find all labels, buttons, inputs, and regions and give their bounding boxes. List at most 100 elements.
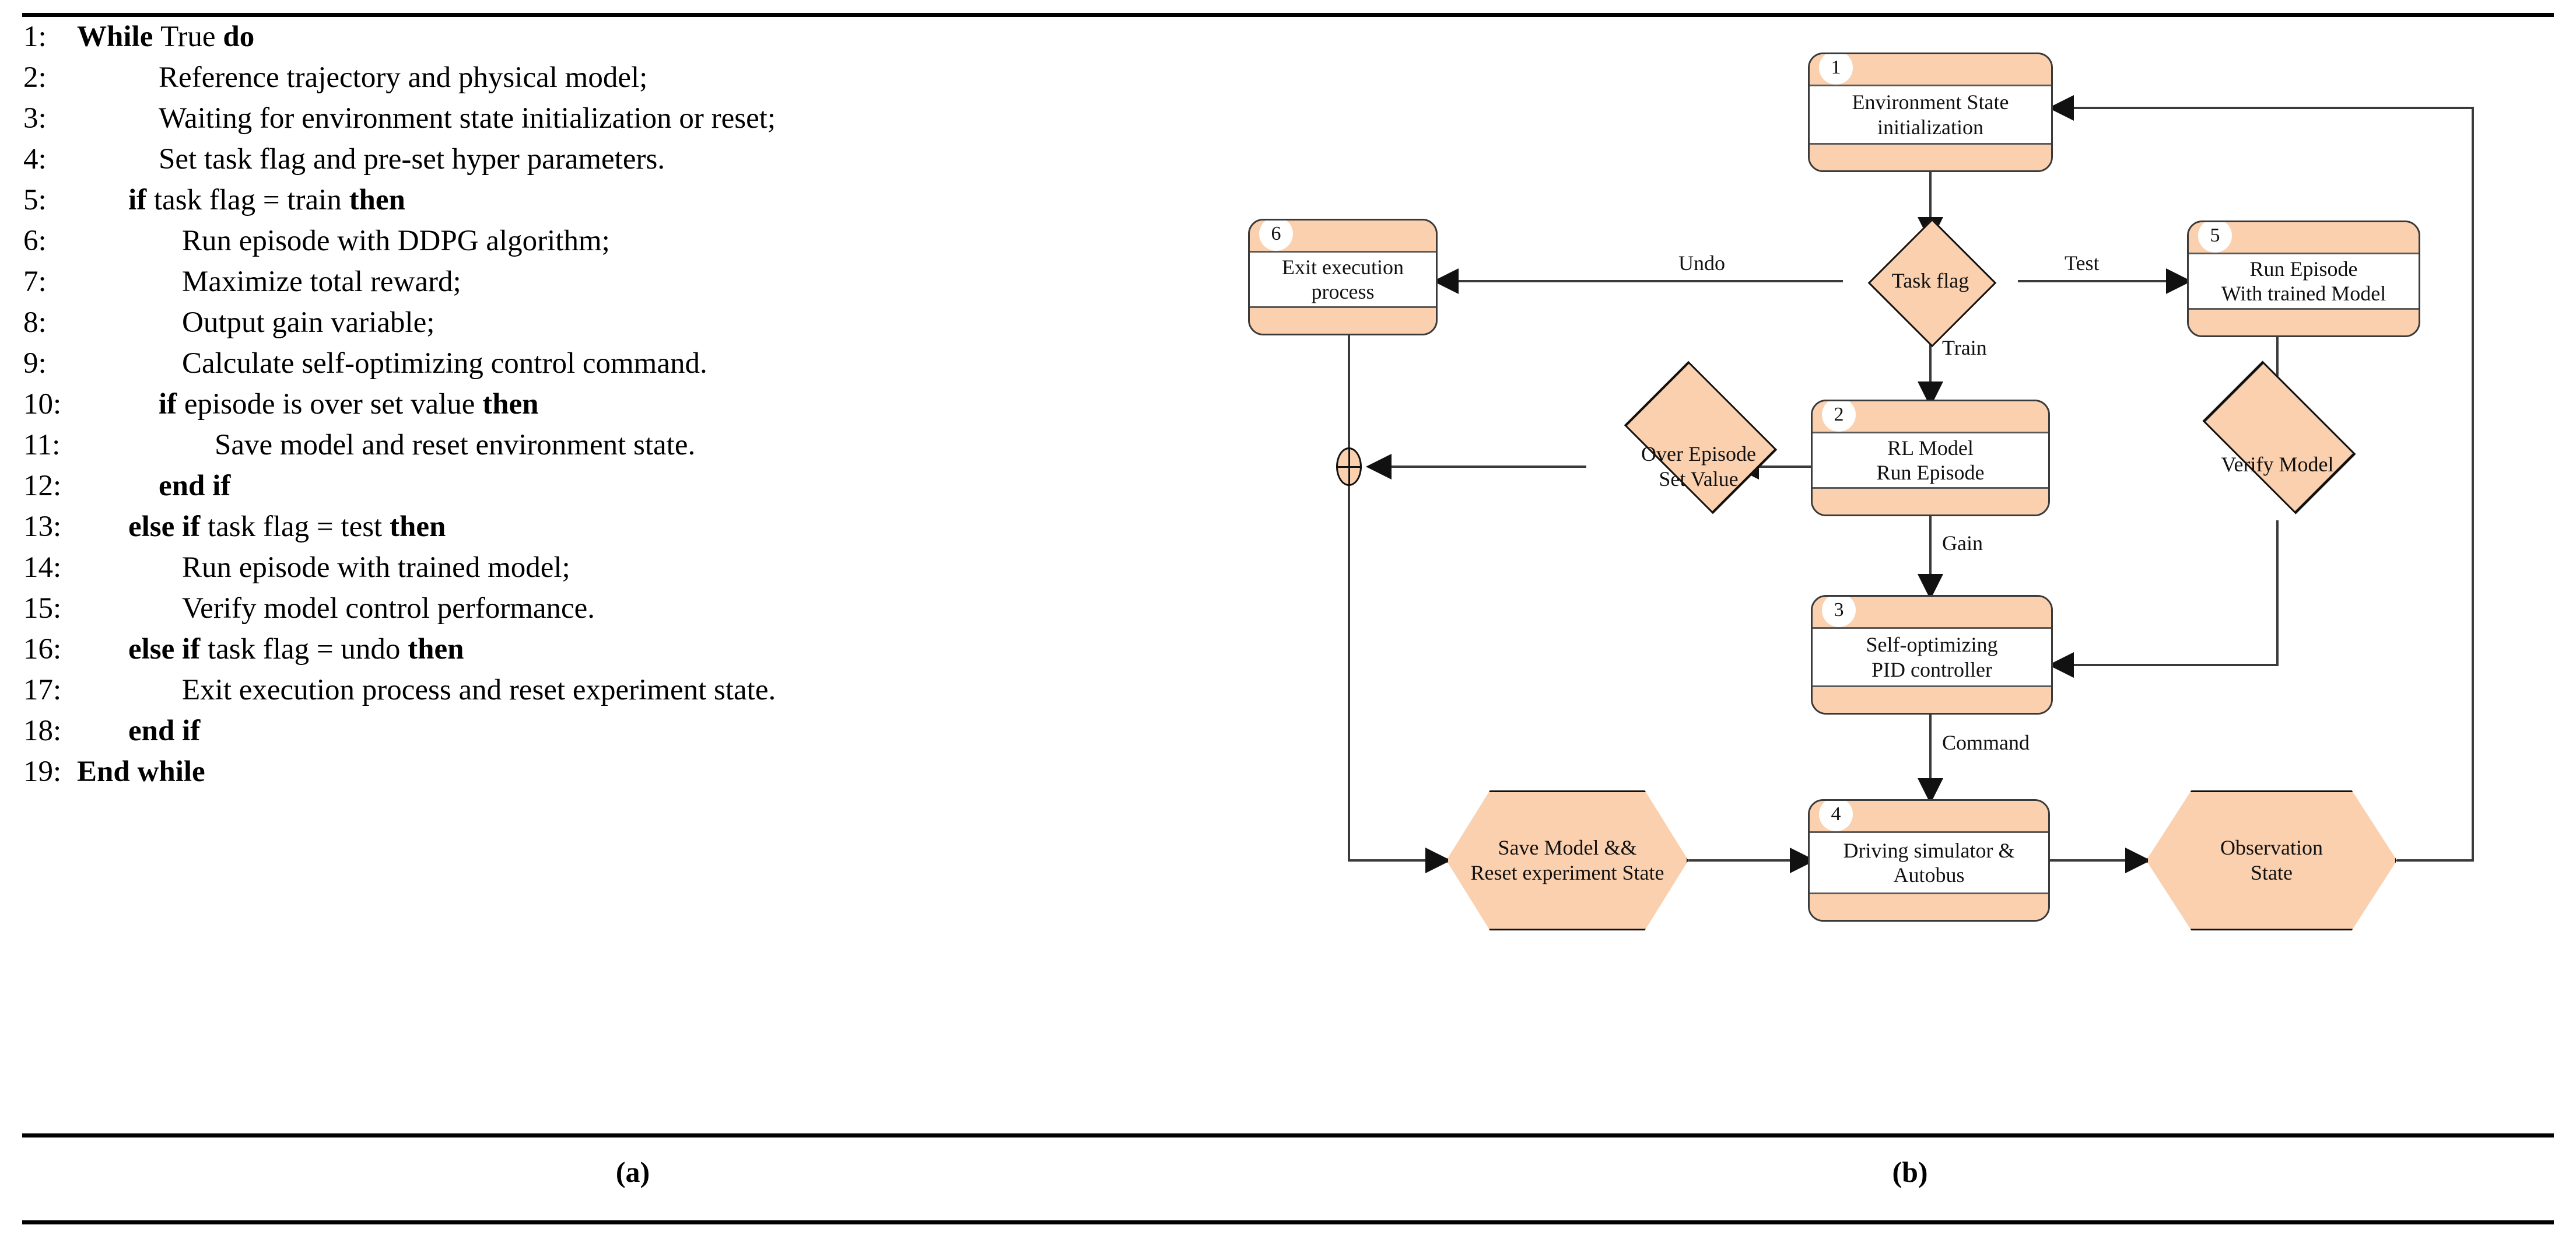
node-rl-model-run-episode[interactable]: 2 RL Model Run Episode (1811, 400, 2050, 516)
algorithm-line: 1:While True do (23, 22, 1248, 58)
hexagon-observation-state[interactable]: Observation State (2146, 790, 2397, 930)
node-footer (1810, 145, 2051, 170)
algorithm-line-number: 17: (23, 674, 62, 706)
algorithm-line: 6:Run episode with DDPG algorithm; (23, 226, 1248, 262)
node-run-episode-trained-model[interactable]: 5 Run Episode With trained Model (2187, 220, 2420, 337)
algorithm-line-segment: end if (159, 470, 231, 502)
algorithm-line-segment: task flag = train (153, 184, 349, 216)
node-header: 6 (1250, 220, 1436, 251)
algorithm-line-number: 2: (23, 61, 47, 94)
node-footer (1810, 894, 2048, 920)
algorithm-line: 17: Exit execution process and reset expe… (23, 676, 1248, 711)
decision-verify-model[interactable]: Verify Model (2146, 360, 2409, 520)
algorithm-line: 10: if episode is over set value then (23, 390, 1248, 425)
node-body: Exit execution process (1250, 251, 1436, 308)
node-exit-execution-process[interactable]: 6 Exit execution process (1248, 219, 1438, 335)
algorithm-line-text: end if (77, 716, 200, 746)
algorithm-line-segment: task flag = test (207, 510, 390, 543)
node-body: RL Model Run Episode (1813, 432, 2048, 489)
node-body: Self-optimizing PID controller (1813, 627, 2051, 687)
algorithm-line: 15:Verify model control performance. (23, 594, 1248, 629)
algorithm-line: 8:Output gain variable; (23, 308, 1248, 344)
algorithm-line-segment: Output gain variable; (182, 306, 435, 339)
algorithm-line-text: End while (77, 757, 205, 787)
algorithm-line-number: 16: (23, 633, 62, 666)
algorithm-line: 5: if task flag = train then (23, 186, 1248, 221)
algorithm-line: 7: Maximize total reward; (23, 267, 1248, 303)
hexagon-label: Observation State (2146, 790, 2397, 930)
node-label-line1: Exit execution (1282, 255, 1404, 279)
algorithm-line: 11: Save model and reset environment stat… (23, 430, 1248, 466)
merge-junction-icon (1336, 447, 1362, 486)
algorithm-line-number: 9: (23, 347, 47, 380)
algorithm-line-text: Waiting for environment state initializa… (77, 104, 776, 134)
hexagon-shape (2146, 790, 2397, 930)
algorithm-line-text: Verify model control performance. (77, 594, 595, 624)
algorithm-line-number: 7: (23, 265, 47, 298)
algorithm-line-segment: task flag = undo (207, 633, 408, 666)
algorithm-line: 18:end if (23, 716, 1248, 752)
hexagon-label-line1: Save Model && (1498, 835, 1637, 859)
algorithm-line-text: if episode is over set value then (77, 390, 539, 419)
algorithm-line-number: 6: (23, 225, 47, 257)
algorithm-line: 13:else if task flag = test then (23, 512, 1248, 548)
algorithm-line-number: 5: (23, 184, 47, 216)
algorithm-line-text: Save model and reset environment state. (77, 430, 695, 460)
algorithm-line-segment: Set task flag and pre-set hyper paramete… (159, 143, 665, 176)
node-label-line1: RL Model (1887, 436, 1974, 460)
algorithm-line: 16: else if task flag = undo then (23, 635, 1248, 670)
hexagon-save-model-reset-experiment-state[interactable]: Save Model && Reset experiment State (1446, 790, 1688, 930)
algorithm-line-text: if task flag = train then (77, 186, 405, 215)
decision-label-line1: Task flag (1891, 269, 1969, 293)
caption-b: (b) (1892, 1156, 1928, 1188)
algorithm-line-segment: Waiting for environment state initializa… (159, 102, 776, 135)
node-label-line1: Driving simulator & (1843, 838, 2015, 862)
algorithm-line-segment: Calculate self-optimizing control comman… (182, 347, 707, 380)
node-header: 5 (2189, 222, 2419, 253)
node-label-line2: process (1311, 280, 1375, 303)
node-label-line1: Self-optimizing (1866, 633, 1998, 657)
node-label-line2: Autobus (1893, 863, 1965, 887)
algorithm-line-segment: episode is over set value (184, 388, 483, 421)
decision-task-flag[interactable]: Task flag (1843, 218, 2018, 348)
algorithm-line-text: Maximize total reward; (77, 267, 461, 297)
flowchart-edges (1348, 95, 2474, 873)
edge-label-train: Train (1942, 336, 1987, 359)
node-label-line2: initialization (1877, 115, 1983, 139)
node-label-line1: Environment State (1852, 90, 2009, 114)
algorithm-line-number: 11: (23, 429, 61, 461)
algorithm-line-segment: then (389, 510, 446, 543)
algorithm-line-segment: End while (77, 755, 205, 788)
algorithm-line-text: Set task flag and pre-set hyper paramete… (77, 145, 665, 174)
node-header: 3 (1813, 597, 2051, 627)
algorithm-line-number: 10: (23, 388, 62, 421)
algorithm-line-text: else if task flag = undo then (77, 635, 464, 664)
algorithm-line: 2: Reference trajectory and physical mode… (23, 63, 1248, 99)
algorithm-line: 19:End while (23, 757, 1248, 793)
algorithm-line-segment: else if (128, 510, 208, 543)
algorithm-line-segment: else if (128, 633, 208, 666)
node-self-optimizing-pid-controller[interactable]: 3 Self-optimizing PID controller (1811, 595, 2053, 715)
algorithm-line: 12:end if (23, 471, 1248, 507)
algorithm-line-text: Reference trajectory and physical model; (77, 63, 647, 93)
node-environment-state-initialization[interactable]: 1 Environment State initialization (1808, 52, 2053, 172)
decision-over-episode-set-value[interactable]: Over Episode Set Value (1586, 360, 1811, 528)
node-footer (2189, 310, 2419, 335)
node-badge: 2 (1822, 401, 1856, 432)
node-body: Environment State initialization (1810, 85, 2051, 145)
algorithm-line-text: Run episode with trained model; (77, 553, 570, 583)
decision-label-line1: Over Episode (1641, 442, 1756, 466)
edge-label-command: Command (1942, 731, 2030, 754)
rule-top (22, 13, 2554, 17)
algorithm-line-segment: Exit execution process and reset experim… (182, 674, 776, 706)
decision-label: Task flag (1843, 237, 2018, 325)
node-header: 4 (1810, 801, 2048, 831)
caption-a: (a) (615, 1156, 650, 1188)
edge-label-gain: Gain (1942, 531, 1983, 555)
node-footer (1813, 489, 2048, 514)
decision-label: Over Episode Set Value (1586, 405, 1811, 528)
node-driving-simulator-autobus[interactable]: 4 Driving simulator & Autobus (1808, 799, 2050, 922)
algorithm-line-number: 4: (23, 143, 47, 176)
algorithm-line-text: else if task flag = test then (77, 512, 446, 542)
